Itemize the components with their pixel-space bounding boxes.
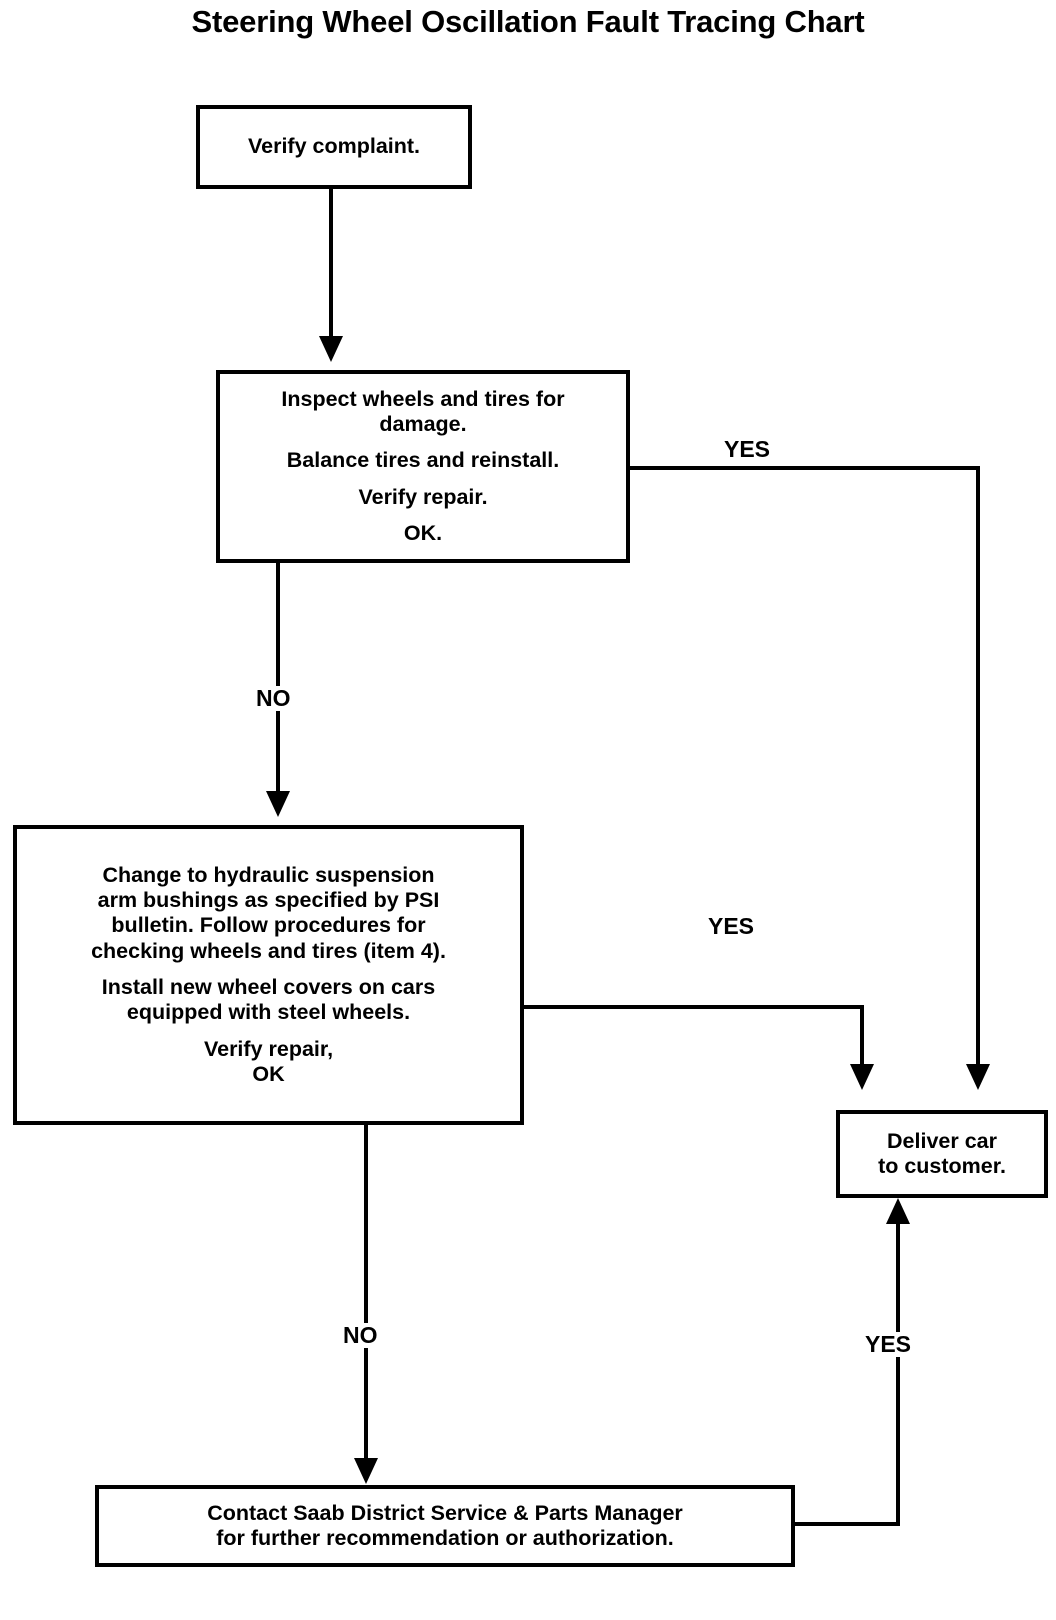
connector-inspect-no-vertical <box>276 563 280 795</box>
connector-bushings-yes-vertical <box>860 1005 864 1068</box>
edge-label-inspect-yes: YES <box>722 436 773 462</box>
node-verify-complaint: Verify complaint. <box>196 105 472 189</box>
node-deliver-car-line-1: Deliver car <box>887 1128 997 1153</box>
node-change-bushings: Change to hydraulic suspension arm bushi… <box>13 825 524 1125</box>
node-change-bushings-line-6: equipped with steel wheels. <box>126 1000 411 1025</box>
edge-label-contact-yes: YES <box>863 1331 914 1357</box>
connector-bushings-yes-horizontal <box>520 1005 864 1009</box>
arrowhead-inspect-yes <box>966 1064 990 1090</box>
arrowhead-bushings-no <box>354 1458 378 1484</box>
node-inspect-wheels-line-3: Balance tires and reinstall. <box>286 448 560 473</box>
node-contact-saab-line-2: for further recommendation or authorizat… <box>216 1526 674 1550</box>
node-verify-complaint-line-1: Verify complaint. <box>247 134 421 159</box>
node-inspect-wheels-line-2: damage. <box>379 411 467 436</box>
edge-label-bushings-yes: YES <box>706 913 757 939</box>
node-change-bushings-line-7: Verify repair, <box>203 1036 334 1061</box>
node-change-bushings-line-3: bulletin. Follow procedures for <box>111 913 426 938</box>
page-title: Steering Wheel Oscillation Fault Tracing… <box>191 4 865 39</box>
node-deliver-car: Deliver car to customer. <box>836 1110 1048 1198</box>
arrowhead-contact-yes <box>886 1198 910 1224</box>
connector-contact-yes-horizontal <box>791 1522 900 1526</box>
node-contact-saab: Contact Saab District Service & Parts Ma… <box>95 1485 795 1567</box>
node-change-bushings-line-5: Install new wheel covers on cars <box>101 975 436 999</box>
node-inspect-wheels-line-5: OK. <box>403 521 443 546</box>
node-change-bushings-line-8: OK <box>252 1062 285 1087</box>
node-change-bushings-line-4: checking wheels and tires (item 4). <box>91 938 446 963</box>
node-inspect-wheels: Inspect wheels and tires for damage. Bal… <box>216 370 630 563</box>
connector-inspect-yes-vertical <box>976 466 980 1068</box>
node-inspect-wheels-line-4: Verify repair. <box>358 484 488 509</box>
node-contact-saab-line-1: Contact Saab District Service & Parts Ma… <box>207 1500 683 1525</box>
arrowhead-verify-to-inspect <box>319 336 343 362</box>
arrowhead-bushings-yes <box>850 1064 874 1090</box>
node-deliver-car-line-2: to customer. <box>878 1154 1006 1178</box>
edge-label-bushings-no: NO <box>341 1322 380 1348</box>
edge-label-inspect-no: NO <box>254 685 293 711</box>
connector-verify-to-inspect <box>329 189 333 339</box>
node-inspect-wheels-line-1: Inspect wheels and tires for <box>281 386 565 411</box>
connector-bushings-no-vertical <box>364 1125 368 1472</box>
node-change-bushings-line-2: arm bushings as specified by PSI <box>97 887 440 912</box>
arrowhead-inspect-no <box>266 791 290 817</box>
connector-inspect-yes-horizontal <box>626 466 980 470</box>
connector-contact-yes-vertical <box>896 1224 900 1524</box>
node-change-bushings-line-1: Change to hydraulic suspension <box>102 862 435 887</box>
